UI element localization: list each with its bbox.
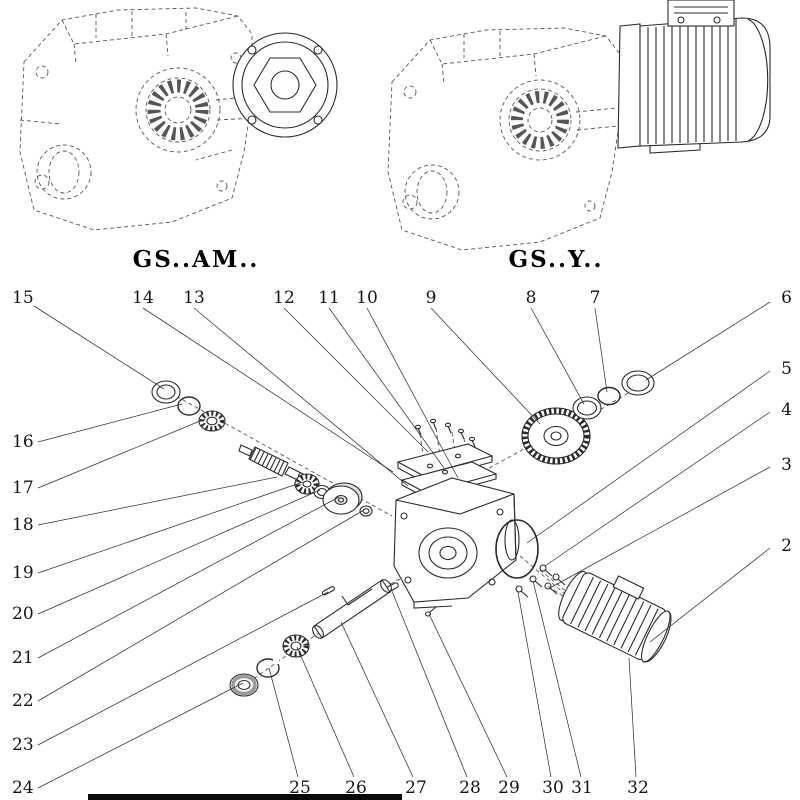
callout-5: 5 [781, 359, 792, 379]
leader-line-19 [37, 481, 304, 574]
leader-line-18 [37, 476, 278, 526]
leader-line-7 [594, 307, 608, 393]
leader-line-26 [296, 646, 355, 778]
part-circlip-output [256, 658, 280, 678]
callout-19: 19 [12, 563, 34, 583]
callout-7: 7 [590, 288, 601, 308]
callout-20: 20 [12, 604, 34, 624]
part-bearing-input [294, 473, 320, 495]
variant-label-gsy: GS..Y.. [508, 246, 604, 273]
callout-2: 2 [781, 536, 792, 556]
callout-10: 10 [356, 288, 378, 308]
part-cover-plate [396, 443, 498, 499]
part-seal-ring [151, 380, 181, 404]
part-output-gear [521, 407, 591, 465]
leader-line-14 [142, 307, 394, 473]
part-cover-ring [621, 370, 655, 396]
leader-line-9 [430, 307, 541, 425]
leader-line-2 [649, 547, 771, 643]
leader-line-22 [37, 509, 365, 702]
callout-30: 30 [542, 778, 564, 798]
gearbox-drawing-gsy [387, 27, 621, 251]
callout-29: 29 [498, 778, 520, 798]
motor-gsy [617, 0, 771, 154]
leader-line-10 [366, 307, 459, 479]
callout-31: 31 [571, 778, 593, 798]
part-bearing-output [282, 634, 310, 658]
leader-line-31 [532, 580, 582, 778]
part-motor [558, 570, 672, 663]
part-worm-gear [322, 482, 363, 515]
callout-27: 27 [405, 778, 427, 798]
part-output-shaft [312, 579, 392, 639]
leader-line-25 [268, 667, 299, 778]
callout-18: 18 [12, 515, 34, 535]
leader-line-11 [328, 307, 445, 469]
callout-13: 13 [183, 288, 205, 308]
part-housing [393, 477, 520, 609]
leader-line-17 [37, 418, 206, 489]
part-worm-shaft [238, 444, 305, 482]
part-circlip-output-side [597, 386, 621, 406]
gearbox-drawing-gsam [19, 7, 255, 231]
part-oring [495, 519, 539, 579]
leader-line-27 [340, 621, 414, 778]
callout-32: 32 [627, 778, 649, 798]
callout-15: 15 [12, 288, 34, 308]
callout-8: 8 [526, 288, 537, 308]
callout-21: 21 [12, 648, 34, 668]
part-pin [321, 586, 335, 596]
part-screws-top [414, 418, 476, 448]
callout-28: 28 [459, 778, 481, 798]
callout-9: 9 [426, 288, 437, 308]
callout-26: 26 [345, 778, 367, 798]
leader-line-12 [283, 307, 429, 453]
leader-line-21 [37, 496, 340, 659]
callout-12: 12 [273, 288, 295, 308]
leader-line-32 [628, 657, 637, 778]
leader-line-20 [37, 489, 321, 615]
part-oil-seal [229, 673, 259, 697]
callout-16: 16 [12, 432, 34, 452]
callout-14: 14 [132, 288, 154, 308]
callout-22: 22 [12, 691, 34, 711]
leader-line-6 [645, 301, 771, 381]
leader-line-5 [526, 370, 771, 544]
leader-line-13 [193, 307, 409, 487]
leader-line-24 [37, 682, 244, 789]
callout-3: 3 [781, 455, 792, 475]
callout-6: 6 [781, 288, 792, 308]
variant-label-gsam: GS..AM.. [132, 246, 260, 273]
leader-line-3 [549, 466, 771, 589]
leader-line-30 [517, 591, 552, 778]
part-bearing-small [198, 410, 226, 432]
part-washer [359, 505, 373, 517]
part-circlip-input [177, 396, 201, 416]
leader-line-29 [428, 613, 508, 778]
bottom-crop-bar [88, 794, 402, 800]
leader-line-8 [530, 307, 585, 405]
leader-line-28 [391, 590, 468, 778]
leader-line-23 [37, 591, 329, 746]
callout-17: 17 [12, 478, 34, 498]
part-bolts [515, 564, 566, 598]
part-spacer-ring [572, 396, 602, 420]
leader-line-4 [544, 411, 771, 567]
callout-25: 25 [289, 778, 311, 798]
callout-23: 23 [12, 735, 34, 755]
part-screw [424, 606, 437, 617]
callout-24: 24 [12, 778, 34, 798]
callout-11: 11 [318, 288, 340, 308]
flange-gsam [232, 32, 338, 138]
leader-line-15 [33, 305, 165, 390]
leader-line-16 [37, 403, 183, 443]
callout-4: 4 [781, 400, 792, 420]
exploded-view [151, 370, 672, 697]
